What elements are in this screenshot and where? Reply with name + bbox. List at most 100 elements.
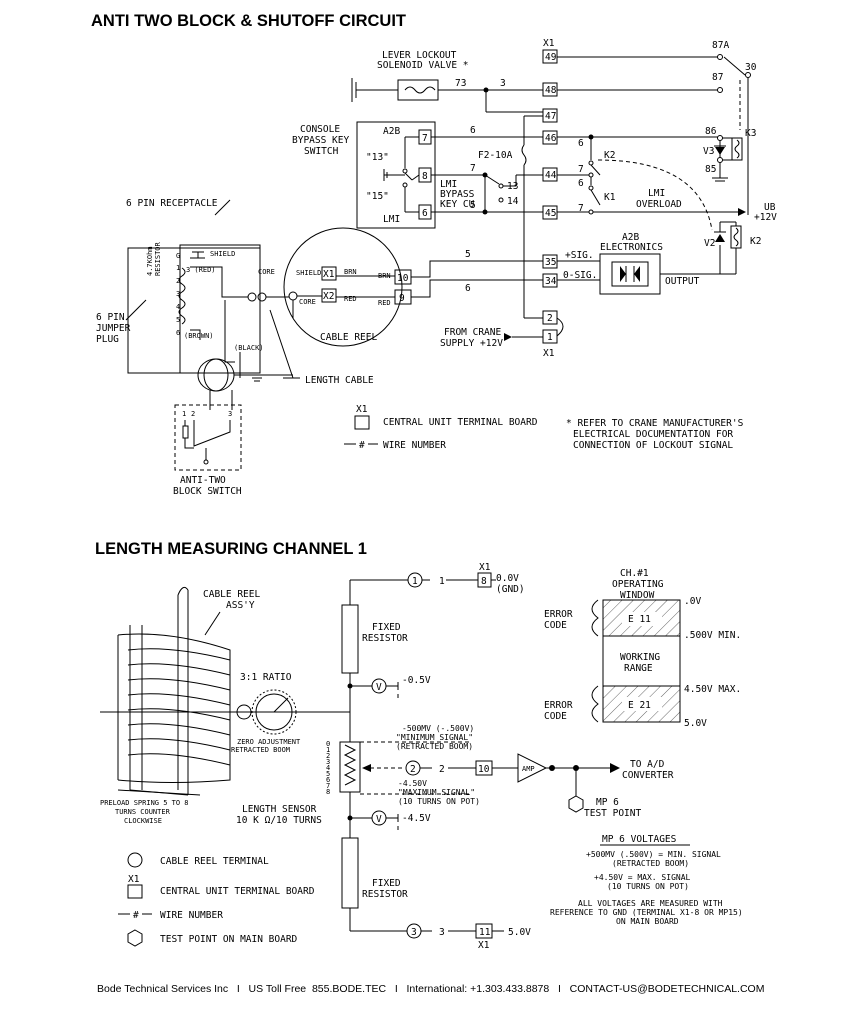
svg-text:7: 7 bbox=[326, 782, 330, 790]
lmi-bypass-label-3: KEY CU bbox=[440, 199, 475, 210]
svg-text:6: 6 bbox=[176, 329, 180, 337]
svg-text:44: 44 bbox=[545, 170, 557, 181]
e11-label: E 11 bbox=[628, 614, 651, 625]
wire-6-sig: 6 bbox=[465, 283, 471, 294]
legend-central-unit: CENTRAL UNIT TERMINAL BOARD bbox=[160, 886, 315, 897]
legend-reel-terminal: CABLE REEL TERMINAL bbox=[160, 856, 269, 867]
wire-3: 3 bbox=[500, 78, 506, 89]
svg-text:4: 4 bbox=[326, 764, 330, 772]
relay-k2: K2 bbox=[750, 236, 761, 247]
legend-x1-2: X1 bbox=[128, 874, 140, 885]
svg-text:49: 49 bbox=[545, 52, 557, 63]
core-label: CORE bbox=[258, 268, 275, 276]
lmi-label: LMI bbox=[383, 214, 400, 225]
mp6-test-point bbox=[568, 795, 584, 813]
switch-terminal-6: 6 bbox=[418, 204, 432, 220]
mp6-voltages-title: MP 6 VOLTAGES bbox=[602, 834, 677, 845]
mp6-line-4: (10 TURNS ON POT) bbox=[607, 882, 689, 891]
reel-terminal-10: 10 bbox=[394, 269, 412, 285]
red-3-label: 3 (RED) bbox=[186, 266, 216, 274]
reel-terminal-9: 9 bbox=[394, 289, 412, 305]
window-title-3: WINDOW bbox=[620, 590, 655, 601]
from-crane-label-2: SUPPLY +12V bbox=[440, 338, 503, 349]
svg-text:X2: X2 bbox=[323, 291, 334, 302]
note-line-1: * REFER TO CRANE MANUFACTURER'S bbox=[566, 418, 744, 429]
svg-text:6: 6 bbox=[326, 776, 330, 784]
pos-15-label: "15" bbox=[366, 191, 389, 202]
min-signal-label-3: (RETRACTED BOOM) bbox=[396, 742, 473, 751]
reel-shield-label: SHIELD bbox=[296, 269, 321, 277]
mp6-line-6: REFERENCE TO GND (TERMINAL X1-8 OR MP15) bbox=[550, 908, 743, 917]
svg-text:1: 1 bbox=[326, 746, 330, 754]
min-signal-label: -500MV (-.500V) bbox=[402, 724, 474, 733]
note-line-3: CONNECTION OF LOCKOUT SIGNAL bbox=[573, 440, 733, 451]
black-1-label: (BLACK) bbox=[234, 344, 264, 352]
relay-k3: K3 bbox=[745, 128, 756, 139]
ub-label: UB bbox=[764, 202, 776, 213]
reel-terminal-x1: X1 bbox=[321, 266, 337, 281]
max-signal-label: -4.50V bbox=[398, 779, 427, 788]
circuit-heading: ANTI TWO BLOCK & SHUTOFF CIRCUIT bbox=[91, 12, 406, 30]
fixed-resistor-bottom bbox=[341, 837, 359, 909]
brn-label-1: BRN bbox=[344, 268, 357, 276]
relay-30: 30 bbox=[745, 62, 757, 73]
mp6-label: MP 6 bbox=[596, 797, 619, 808]
svg-text:8: 8 bbox=[422, 171, 428, 182]
svg-text:3: 3 bbox=[326, 758, 330, 766]
length-measuring-channel: CABLE REEL ASS'Y PRELOAD SPRING 5 TO 8 T… bbox=[100, 562, 743, 951]
svg-text:9: 9 bbox=[399, 293, 405, 304]
ub-voltage: +12V bbox=[754, 212, 777, 223]
zero-sig-label: 0-SIG. bbox=[563, 270, 597, 281]
console-bypass-label: CONSOLE bbox=[300, 124, 340, 135]
terminal-35: 35 bbox=[542, 254, 558, 269]
svg-text:6: 6 bbox=[422, 208, 428, 219]
t1-circle-num: 1 bbox=[412, 576, 418, 587]
wire-73: 73 bbox=[455, 78, 466, 89]
t1-gnd: (GND) bbox=[496, 584, 525, 595]
legend-reel-terminal-circle bbox=[127, 852, 143, 868]
lmi-overload-label: LMI bbox=[648, 188, 665, 199]
a2b-label: A2B bbox=[383, 126, 400, 137]
svg-text:G: G bbox=[176, 252, 180, 260]
six-pin-receptacle-label: 6 PIN RECEPTACLE bbox=[126, 198, 218, 209]
note-line-2: ELECTRICAL DOCUMENTATION FOR bbox=[573, 429, 733, 440]
reel-core-label: CORE bbox=[299, 298, 316, 306]
mp6-line-5: ALL VOLTAGES ARE MEASURED WITH bbox=[578, 899, 723, 908]
lmi-bypass-label-2: BYPASS bbox=[440, 189, 475, 200]
svg-text:#: # bbox=[133, 910, 139, 921]
switch-terminal-7: 7 bbox=[418, 129, 432, 145]
legend-wire-number: WIRE NUMBER bbox=[160, 910, 223, 921]
minus-45-label: -4.5V bbox=[402, 813, 431, 824]
fuse-f2: F2-10A bbox=[478, 150, 513, 161]
solenoid-valve bbox=[397, 79, 439, 101]
resistor-label: 4.7KOhm bbox=[146, 246, 154, 276]
t1-x1: X1 bbox=[479, 562, 491, 573]
red-label-2: RED bbox=[378, 299, 391, 307]
preload-label: PRELOAD SPRING 5 TO 8 bbox=[100, 799, 189, 807]
pin-stack: G 1 2 3 4 5 6 bbox=[176, 252, 180, 337]
svg-text:7: 7 bbox=[422, 133, 428, 144]
mp6-line-7: ON MAIN BOARD bbox=[616, 917, 679, 926]
t2-wire: 2 bbox=[439, 764, 445, 775]
from-crane-label: FROM CRANE bbox=[444, 327, 501, 338]
max-signal-label-3: (10 TURNS ON POT) bbox=[398, 797, 480, 806]
terminal-46: 46 bbox=[542, 130, 558, 145]
wire-5-sig: 5 bbox=[465, 249, 471, 260]
diode-v3: V3 bbox=[703, 146, 714, 157]
lmi-overload-label-2: OVERLOAD bbox=[636, 199, 682, 210]
relay-k2-contact: K2 bbox=[604, 150, 615, 161]
lever-lockout-label: LEVER LOCKOUT bbox=[382, 50, 457, 61]
svg-text:35: 35 bbox=[545, 257, 556, 268]
fixed-resistor-top-label-2: RESISTOR bbox=[362, 633, 408, 644]
legend-terminal-box bbox=[354, 415, 370, 430]
svg-text:X1: X1 bbox=[323, 269, 335, 280]
a2b-electronics-label-2: ELECTRONICS bbox=[600, 242, 663, 253]
to-ad-label: TO A/D bbox=[630, 759, 665, 770]
e21-label: E 21 bbox=[628, 700, 651, 711]
window-title-2: OPERATING bbox=[612, 579, 664, 590]
x1-top-label: X1 bbox=[543, 38, 555, 49]
svg-text:5: 5 bbox=[176, 316, 180, 324]
svg-text:46: 46 bbox=[545, 133, 557, 144]
svg-text:0: 0 bbox=[326, 740, 330, 748]
amp-label: AMP bbox=[522, 765, 535, 773]
